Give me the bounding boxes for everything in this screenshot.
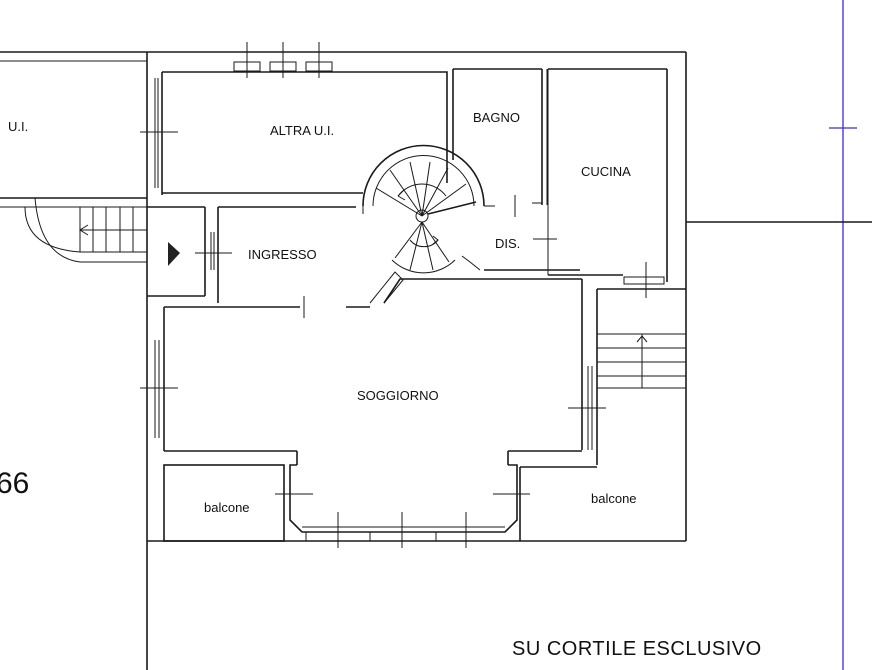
label-ingresso: INGRESSO [248, 247, 317, 262]
room-soggiorno [140, 278, 606, 548]
neighbour-unit [0, 197, 147, 263]
label-dis: DIS. [495, 236, 520, 251]
exterior-stairs [596, 288, 686, 465]
label-balcone-left: balcone [204, 500, 250, 515]
room-altra-ui [140, 42, 448, 195]
balcone-right [519, 466, 597, 541]
label-balcone-right: balcone [591, 491, 637, 506]
label-altra-ui: ALTRA U.I. [270, 123, 334, 138]
label-bagno: BAGNO [473, 110, 520, 125]
room-bagno [452, 68, 548, 217]
room-dis [484, 269, 583, 450]
label-ui: U.I. [8, 119, 28, 134]
property-line [829, 0, 857, 670]
side-number: 66 [0, 467, 29, 500]
balcone-left [163, 464, 285, 542]
room-ingresso [147, 206, 356, 318]
entrance-arrow-icon [168, 242, 180, 266]
outer-walls [0, 51, 872, 670]
spiral-staircase [362, 144, 495, 304]
label-soggiorno: SOGGIORNO [357, 388, 439, 403]
label-cucina: CUCINA [581, 164, 631, 179]
room-cucina [533, 68, 668, 298]
footer-note: SU CORTILE ESCLUSIVO [512, 638, 762, 660]
